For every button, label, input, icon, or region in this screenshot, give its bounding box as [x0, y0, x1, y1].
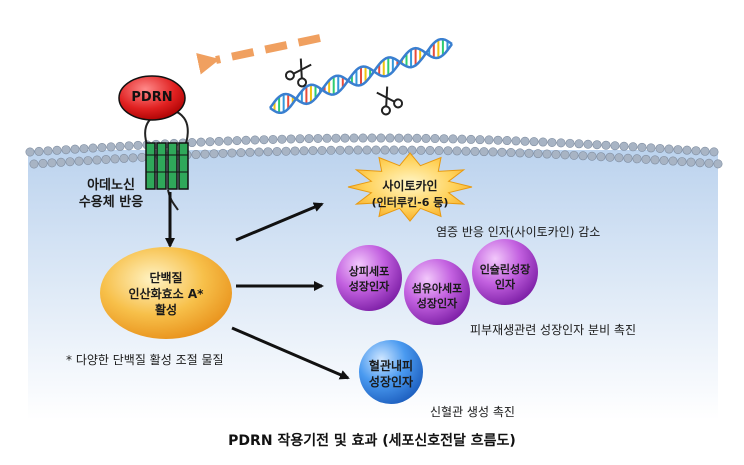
growth-factor-effect: 피부재생관련 성장인자 분비 촉진 [470, 323, 637, 337]
caption-rest: 작용기전 및 효과 (세포신호전달 흐름도) [277, 433, 516, 449]
igf-sphere [472, 239, 538, 305]
adenosine-receptor [144, 109, 189, 211]
vegf-label-line1: 혈관내피 [368, 359, 414, 373]
pdrn-ligand [118, 75, 186, 121]
footnote: * 다양한 단백질 활성 조절 물질 [66, 353, 224, 367]
egf-sphere [336, 245, 402, 311]
cytokine-star [347, 152, 473, 222]
fgf-sphere [404, 259, 470, 325]
scissors-icon-2 [376, 86, 404, 116]
cytokine-label-line2: (인터루킨-6 등) [371, 196, 449, 209]
arrow-to-vegf [231, 326, 350, 380]
scissors-icon-1 [284, 58, 312, 88]
receptor-label-line2: 수용체 반응 [78, 195, 144, 210]
caption-title: PDRN [228, 433, 273, 449]
arrow-to-cytokine [235, 202, 324, 242]
pka-label-line1: 단백질 [149, 271, 183, 285]
vegf-effect: 신혈관 생성 촉진 [430, 405, 515, 419]
pdrn-label: PDRN [131, 90, 173, 105]
diagram-caption: PDRN 작용기전 및 효과 (세포신호전달 흐름도) [0, 430, 744, 450]
orange-dashed-arrow [196, 34, 321, 75]
fgf-label-line1: 섬유아세포 [411, 282, 463, 295]
egf-label-line2: 성장인자 [348, 280, 390, 293]
pka-label-line2: 인산화효소 A* [128, 287, 204, 301]
pka-node [100, 247, 232, 339]
igf-label-line1: 인슐린성장 [479, 263, 531, 276]
pka-label-line3: 활성 [154, 303, 178, 317]
igf-label-line2: 인자 [494, 278, 516, 291]
cytokine-label-line1: 사이토카인 [382, 179, 438, 193]
dna-helix [268, 37, 454, 115]
cytokine-effect: 염증 반응 인자(사이토카인) 감소 [436, 225, 601, 239]
fgf-label-line2: 성장인자 [416, 297, 458, 310]
vegf-label-line2: 성장인자 [368, 375, 414, 389]
receptor-label-line1: 아데노신 [87, 178, 135, 193]
cell-membrane [25, 133, 723, 169]
vegf-sphere [359, 340, 423, 404]
egf-label-line1: 상피세포 [348, 265, 390, 278]
